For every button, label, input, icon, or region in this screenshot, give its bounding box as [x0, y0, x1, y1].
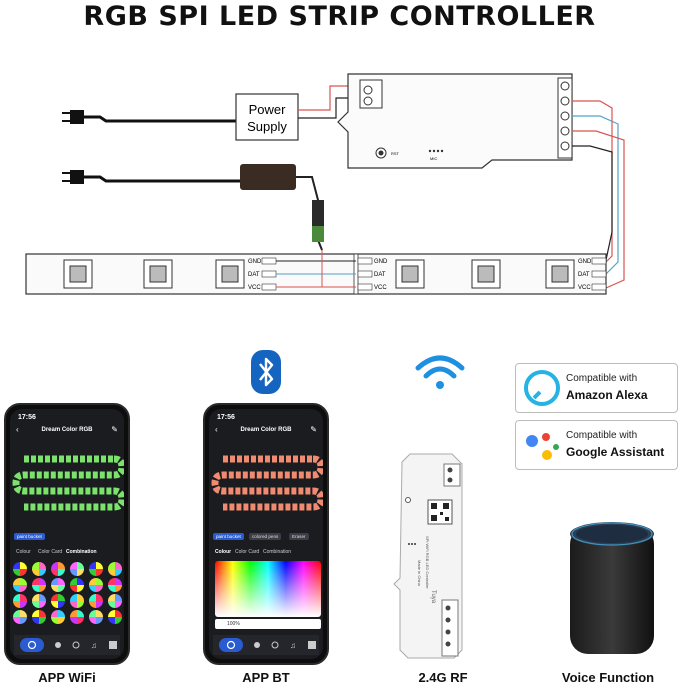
chip-paint-bucket[interactable]: paint bucket	[14, 533, 45, 540]
edit-icon[interactable]: ✎	[310, 425, 317, 434]
bulb-icon	[55, 642, 61, 648]
color-picker[interactable]	[215, 561, 321, 617]
rf-device-brand: Tuya	[430, 590, 436, 604]
pin-vcc-3: VCC	[578, 285, 591, 291]
led-chip-1	[63, 259, 93, 289]
badge-google-line1: Compatible with	[566, 430, 638, 441]
pin-gnd-1: GND	[248, 259, 262, 265]
plug-icon-2	[62, 170, 240, 184]
wiring-diagram: Power Supply RST MIC	[25, 73, 625, 295]
app-title: Dream Color RGB	[240, 427, 292, 433]
badge-alexa-line1: Compatible with	[566, 373, 638, 384]
combination-swatches	[13, 562, 122, 624]
power-supply-label-2: Supply	[247, 119, 287, 134]
tab-colour[interactable]: Colour	[16, 549, 31, 555]
pin-vcc-1: VCC	[248, 285, 261, 291]
pin-dat-2: DAT	[374, 272, 386, 278]
phone-screen: 17:56 ‹ Dream Color RGB ✎ paint bucket C…	[10, 409, 124, 659]
pin-gnd-2: GND	[374, 259, 388, 265]
power-adapter	[240, 164, 296, 190]
google-assistant-icon	[526, 433, 559, 460]
led-chip-5	[471, 259, 501, 289]
tab-combination[interactable]: Combination	[66, 549, 97, 555]
led-preview-salmon	[211, 455, 323, 511]
status-time: 17:56	[18, 414, 36, 421]
pin-dat-1: DAT	[248, 272, 260, 278]
led-chip-2	[143, 259, 173, 289]
led-chip-3	[215, 259, 245, 289]
tab-colour[interactable]: Colour	[215, 549, 232, 555]
rf-device-label: SPI WiFi RGB LED Controller	[425, 536, 430, 589]
caption-app-wifi: APP WiFi	[38, 670, 96, 685]
smart-speaker	[570, 522, 654, 654]
app-title: Dream Color RGB	[41, 427, 93, 433]
bluetooth-icon	[251, 350, 281, 394]
phone-screen: 17:56 ‹ Dream Color RGB ✎ paint bucket c…	[209, 409, 323, 659]
status-time: 17:56	[217, 414, 235, 421]
led-preview-green	[12, 455, 124, 511]
power-supply-box	[235, 93, 299, 141]
mic-label: MIC	[430, 156, 437, 161]
caption-app-bt: APP BT	[242, 670, 290, 685]
pin-vcc-2: VCC	[374, 285, 387, 291]
pin-dat-3: DAT	[578, 272, 590, 278]
chip-eraser[interactable]: Eraser	[289, 533, 309, 540]
badge-google-line2: Google Assistant	[566, 445, 665, 459]
grid-icon	[308, 641, 316, 649]
grid-icon	[109, 641, 117, 649]
alexa-icon	[524, 370, 560, 406]
brightness-slider[interactable]: 100%	[215, 619, 321, 629]
bottom-nav: ♫	[14, 635, 120, 655]
caption-rf: 2.4G RF	[418, 670, 468, 685]
plug-icon-1	[62, 110, 236, 124]
power-supply-label-1: Power	[249, 102, 287, 117]
bottom-nav: ♫	[213, 635, 319, 655]
edit-icon[interactable]: ✎	[111, 425, 118, 434]
power-icon	[20, 638, 44, 652]
music-icon: ♫	[91, 641, 97, 650]
led-chip-4	[395, 259, 425, 289]
tab-combination[interactable]: Combination	[263, 549, 292, 555]
tab-color-card[interactable]: Color Card	[235, 549, 260, 555]
scene-icon	[271, 641, 279, 649]
page-title: RGB SPI LED STRIP CONTROLLER	[83, 1, 596, 32]
rst-label: RST	[391, 151, 400, 156]
controller-device	[337, 73, 573, 169]
music-icon: ♫	[290, 641, 296, 650]
badge-alexa-line2: Amazon Alexa	[566, 388, 648, 402]
tab-color-card[interactable]: Color Card	[38, 549, 63, 555]
pin-gnd-3: GND	[578, 259, 592, 265]
power-icon	[219, 638, 243, 652]
chip-paint-bucket[interactable]: paint bucket	[213, 533, 244, 540]
caption-voice: Voice Function	[561, 670, 655, 685]
rf-device-origin: Made in China	[417, 560, 422, 587]
back-icon[interactable]: ‹	[16, 425, 19, 434]
phone-app-wifi: 17:56 ‹ Dream Color RGB ✎ paint bucket C…	[4, 403, 130, 665]
badge-alexa: Compatible with Amazon Alexa	[515, 363, 678, 413]
scene-icon	[72, 641, 80, 649]
wifi-icon-rf	[415, 355, 465, 389]
bulb-icon	[254, 642, 260, 648]
chip-colored-pens[interactable]: colored pens	[249, 533, 282, 540]
led-chip-6	[545, 259, 575, 289]
rf-controller-device: SPI WiFi RGB LED Controller Made in Chin…	[393, 453, 463, 659]
badge-google: Compatible with Google Assistant	[515, 420, 678, 470]
brightness-value: 100%	[227, 621, 240, 627]
back-icon[interactable]: ‹	[215, 425, 218, 434]
phone-app-bt: 17:56 ‹ Dream Color RGB ✎ paint bucket c…	[203, 403, 329, 665]
